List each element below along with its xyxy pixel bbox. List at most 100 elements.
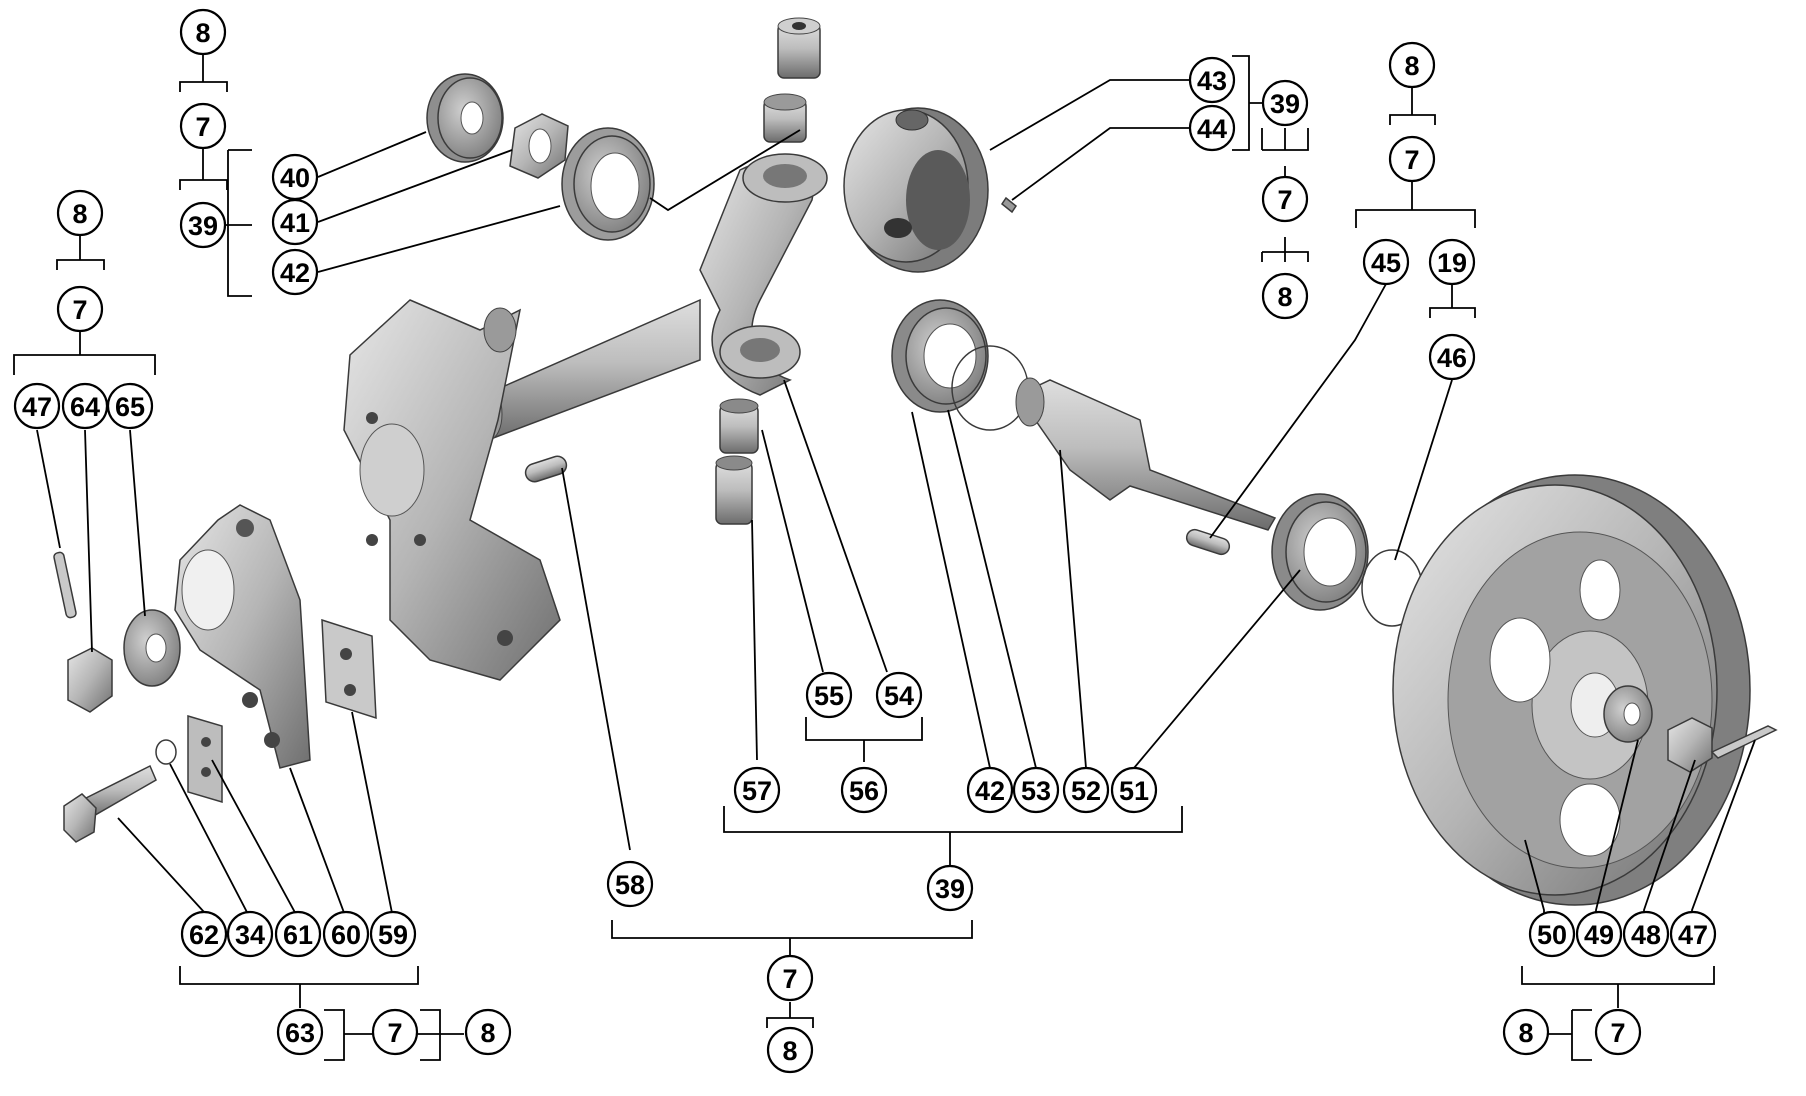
lower-bushing-part xyxy=(715,398,759,525)
part-number-callout: 63 xyxy=(276,1008,324,1056)
callout-circle xyxy=(276,1008,324,1056)
pulley-part xyxy=(1392,474,1751,906)
callout-number: 7 xyxy=(1404,145,1419,175)
callout-circle xyxy=(926,864,974,912)
bearing-part-51 xyxy=(1271,493,1369,611)
callout-number: 39 xyxy=(188,211,218,241)
callout-circle xyxy=(179,102,227,150)
part-number-callout: 7 xyxy=(56,285,104,333)
callout-number: 7 xyxy=(782,964,797,994)
shim-plate-part xyxy=(187,714,223,804)
callout-circle xyxy=(56,189,104,237)
part-number-callout: 52 xyxy=(1062,766,1110,814)
part-number-callout: 48 xyxy=(1622,910,1670,958)
callout-number: 8 xyxy=(1404,51,1419,81)
callout-number: 8 xyxy=(195,18,210,48)
callout-number: 55 xyxy=(814,681,844,711)
callout-number: 65 xyxy=(115,392,145,422)
callout-circle xyxy=(464,1008,512,1056)
callout-circle xyxy=(1188,104,1236,152)
part-number-callout: 8 xyxy=(766,1026,814,1074)
callout-number: 59 xyxy=(378,920,408,950)
callout-number: 49 xyxy=(1584,920,1614,950)
bushing-part xyxy=(763,17,821,143)
part-number-callout: 7 xyxy=(766,954,814,1002)
callout-circle xyxy=(1528,910,1576,958)
part-number-callout: 60 xyxy=(322,910,370,958)
callout-circle xyxy=(322,910,370,958)
part-number-callout: 8 xyxy=(179,8,227,56)
part-number-callout: 57 xyxy=(733,766,781,814)
callout-circle xyxy=(766,1026,814,1074)
part-number-callout: 59 xyxy=(369,910,417,958)
callout-number: 52 xyxy=(1071,776,1101,806)
callout-circle xyxy=(226,910,274,958)
callout-circle xyxy=(805,671,853,719)
callout-circle xyxy=(1622,910,1670,958)
callout-number: 50 xyxy=(1537,920,1567,950)
callout-circle xyxy=(766,954,814,1002)
callout-number: 42 xyxy=(280,258,310,288)
callout-circle xyxy=(1428,238,1476,286)
callout-circle xyxy=(180,910,228,958)
part-number-callout: 54 xyxy=(875,671,923,719)
part-number-callout: 7 xyxy=(1388,135,1436,183)
callout-number: 60 xyxy=(331,920,361,950)
hex-nut-part xyxy=(509,113,569,179)
callout-circle xyxy=(1502,1008,1550,1056)
castle-nut-part-left xyxy=(67,647,113,713)
callout-circle xyxy=(274,910,322,958)
callout-circle xyxy=(1062,766,1110,814)
callout-circle xyxy=(179,201,227,249)
callout-circle xyxy=(271,198,319,246)
part-number-callout: 62 xyxy=(180,910,228,958)
callout-number: 8 xyxy=(1518,1018,1533,1048)
washer-part xyxy=(1603,685,1653,743)
callout-number: 56 xyxy=(849,776,879,806)
callout-circle xyxy=(606,860,654,908)
callout-number: 7 xyxy=(72,295,87,325)
callout-number: 54 xyxy=(884,681,914,711)
callout-number: 39 xyxy=(935,874,965,904)
callout-circle xyxy=(1188,56,1236,104)
part-number-callout: 45 xyxy=(1362,238,1410,286)
part-number-callout: 42 xyxy=(271,248,319,296)
callout-number: 8 xyxy=(72,199,87,229)
callout-circle xyxy=(1261,272,1309,320)
part-number-callout: 40 xyxy=(271,153,319,201)
split-pin-part xyxy=(53,551,77,619)
parts-illustration xyxy=(53,17,1778,906)
callout-number: 8 xyxy=(480,1018,495,1048)
callout-circle xyxy=(371,1008,419,1056)
callout-number: 39 xyxy=(1270,89,1300,119)
spindle-part xyxy=(1015,377,1277,531)
callout-number: 8 xyxy=(1277,282,1292,312)
part-number-callout: 47 xyxy=(1669,910,1717,958)
callout-circle xyxy=(1669,910,1717,958)
part-number-callout: 8 xyxy=(56,189,104,237)
part-number-callout: 8 xyxy=(464,1008,512,1056)
callout-circle xyxy=(1362,238,1410,286)
callout-number: 34 xyxy=(235,920,265,950)
callout-number: 8 xyxy=(782,1036,797,1066)
callout-number: 40 xyxy=(280,163,310,193)
part-number-callout: 50 xyxy=(1528,910,1576,958)
part-number-callout: 43 xyxy=(1188,56,1236,104)
callout-number: 43 xyxy=(1197,66,1227,96)
callout-circle xyxy=(271,248,319,296)
callout-number: 7 xyxy=(387,1018,402,1048)
callout-number: 58 xyxy=(615,870,645,900)
part-number-callout: 8 xyxy=(1502,1008,1550,1056)
callout-number: 41 xyxy=(280,208,310,238)
steering-knuckle-part xyxy=(343,299,561,681)
part-number-callout: 19 xyxy=(1428,238,1476,286)
callout-number: 19 xyxy=(1437,248,1467,278)
bearing-housing-part xyxy=(843,107,989,273)
bolt-part xyxy=(63,764,157,843)
lock-plate-part xyxy=(321,618,377,720)
callout-number: 64 xyxy=(70,392,100,422)
callout-circle xyxy=(13,382,61,430)
callout-circle xyxy=(840,766,888,814)
part-number-callout: 49 xyxy=(1575,910,1623,958)
